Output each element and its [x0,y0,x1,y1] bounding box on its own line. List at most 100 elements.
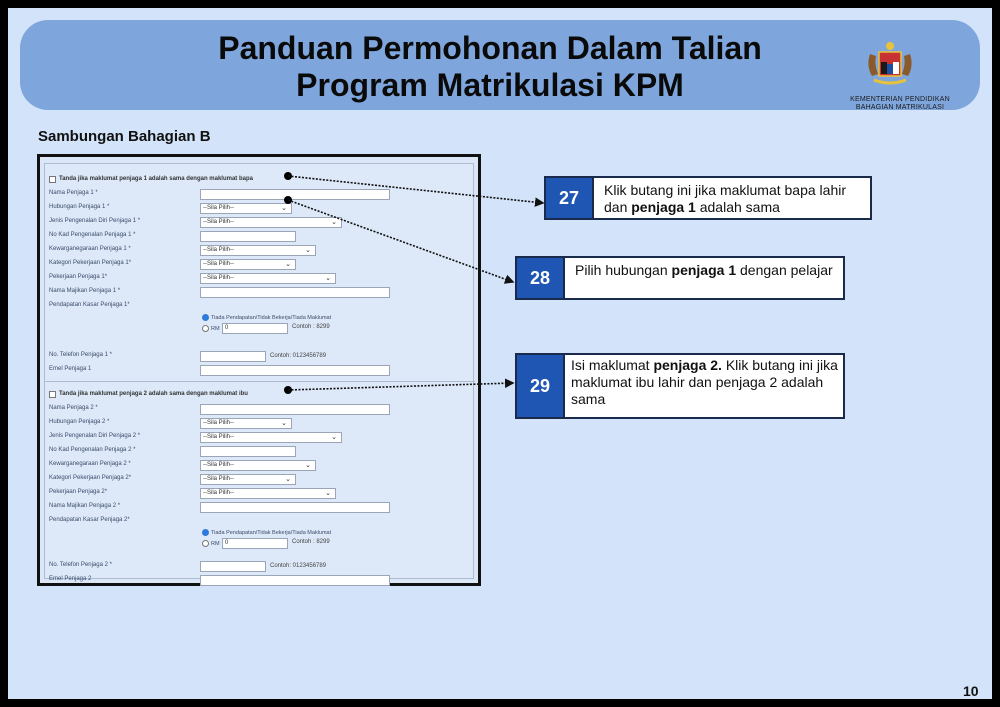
guardian2-id-type-select[interactable]: --Sila Pilih-- ⌄ [200,432,342,443]
field-label: Nama Majikan Penjaga 1 * [49,288,121,294]
guardian2-citizenship-row: Kewarganegaraan Penjaga 2 * --Sila Pilih… [45,459,475,473]
select-value: --Sila Pilih-- [203,205,235,211]
guardian2-citizenship-select[interactable]: --Sila Pilih-- ⌄ [200,460,316,471]
field-label: No Kad Pengenalan Penjaga 1 * [49,232,136,238]
guardian2-income-none-radio[interactable] [202,529,209,536]
guardian1-id-type-row: Jenis Pengenalan Diri Penjaga 1 * --Sila… [45,216,475,230]
guardian1-relation-row: Hubungan Penjaga 1 * --Sila Pilih--⌄ [45,202,475,216]
page-title: Panduan Permohonan Dalam Talian Program … [20,30,960,104]
guardian2-email-input[interactable] [200,575,390,586]
checkbox-label: Tanda jika maklumat penjaga 2 adalah sam… [59,391,248,397]
field-label: Pendapatan Kasar Penjaga 1* [49,302,130,308]
section-divider [45,381,475,382]
callout-number: 27 [546,178,594,218]
field-label: Nama Majikan Penjaga 2 * [49,503,121,509]
guardian2-relation-select[interactable]: --Sila Pilih-- ⌄ [200,418,292,429]
radio-label: Tiada Pendapatan/Tidak Bekerja/Tiada Mak… [211,315,332,321]
field-label: Kewarganegaraan Penjaga 2 * [49,461,131,467]
select-value: --Sila Pilih-- [203,247,235,253]
guardian1-income-none-radio[interactable] [202,314,209,321]
guardian1-employer-input[interactable] [200,287,390,298]
guardian1-email-input[interactable] [200,365,390,376]
guardian1-income-input[interactable]: 0 [222,323,288,334]
guardian2-relation-row: Hubungan Penjaga 2 * --Sila Pilih-- ⌄ [45,417,475,431]
field-label: Hubungan Penjaga 1 * [49,204,110,210]
guardian1-name-input[interactable] [200,189,390,200]
field-label: No. Telefon Penjaga 2 * [49,562,112,568]
title-line-1: Panduan Permohonan Dalam Talian [218,30,762,66]
chevron-down-icon: ⌄ [331,219,337,226]
chevron-down-icon: ⌄ [281,420,287,427]
guardian2-phone-row: No. Telefon Penjaga 2 * Contoh: 01234567… [45,560,475,574]
guardian1-job-row: Pekerjaan Penjaga 1* --Sila Pilih-- ⌄ [45,272,475,286]
field-label: Pekerjaan Penjaga 1* [49,274,108,280]
guardian2-same-as-mother-checkbox[interactable] [49,391,56,398]
guardian2-income-rm-radio[interactable] [202,540,209,547]
select-value: --Sila Pilih-- [203,261,235,267]
callout-28: 28 Pilih hubungan penjaga 1 dengan pelaj… [515,256,845,300]
guardian2-name-row: Nama Penjaga 2 * [45,403,475,417]
guardian2-job-row: Pekerjaan Penjaga 2* --Sila Pilih--⌄ [45,487,475,501]
ministry-label: KEMENTERIAN PENDIDIKAN BAHAGIAN MATRIKUL… [830,96,970,112]
guardian2-email-row: Emel Penjaga 2 [45,574,475,586]
chevron-down-icon: ⌄ [285,476,291,483]
guardian1-job-category-select[interactable]: --Sila Pilih--⌄ [200,259,296,270]
select-value: --Sila Pilih-- [203,434,235,440]
phone-hint: Contoh: 0123456789 [270,353,327,359]
income-hint: Contoh : 8299 [292,324,330,330]
guardian1-relation-select[interactable]: --Sila Pilih--⌄ [200,203,292,214]
chevron-down-icon: ⌄ [325,275,331,282]
text-part: dengan pelajar [736,262,833,278]
guardian1-phone-input[interactable] [200,351,266,362]
field-label: Emel Penjaga 2 [49,576,92,582]
field-label: Hubungan Penjaga 2 * [49,419,110,425]
guardian2-employer-input[interactable] [200,502,390,513]
field-label: Nama Penjaga 2 * [49,405,98,411]
select-value: --Sila Pilih-- [203,420,235,426]
callout-number: 29 [517,355,565,417]
field-label: No. Telefon Penjaga 1 * [49,352,112,358]
header-banner: Panduan Permohonan Dalam Talian Program … [20,20,980,112]
guardian1-job-category-row: Kategori Pekerjaan Penjaga 1* --Sila Pil… [45,258,475,272]
section-title: Sambungan Bahagian B [38,128,211,145]
select-value: --Sila Pilih-- [203,275,235,281]
guardian2-job-select[interactable]: --Sila Pilih--⌄ [200,488,336,499]
field-label: Pendapatan Kasar Penjaga 2* [49,517,130,523]
text-bold: penjaga 1 [671,262,737,278]
page-number: 10 [963,683,979,699]
guardian1-income-rm-radio[interactable] [202,325,209,332]
chevron-down-icon: ⌄ [305,462,311,469]
income-hint: Contoh : 8299 [292,539,330,545]
guardian1-id-type-select[interactable]: --Sila Pilih--⌄ [200,217,342,228]
title-line-2: Program Matrikulasi KPM [296,67,684,103]
callout-29: 29 Isi maklumat penjaga 2. Klik butang i… [515,353,845,419]
checkbox-label: Tanda jika maklumat penjaga 1 adalah sam… [59,176,253,182]
guardian1-phone-row: No. Telefon Penjaga 1 * Contoh: 01234567… [45,350,475,364]
guardian2-same-as-mother-row: Tanda jika maklumat penjaga 2 adalah sam… [45,389,475,403]
guardian2-phone-input[interactable] [200,561,266,572]
guardian1-same-as-father-checkbox[interactable] [49,176,56,183]
guardian2-income-input[interactable]: 0 [222,538,288,549]
field-label: Kategori Pekerjaan Penjaga 1* [49,260,132,266]
field-label: Jenis Pengenalan Diri Penjaga 2 * [49,433,141,439]
text-part: Pilih hubungan [575,262,672,278]
radio-label: Tiada Pendapatan/Tidak Bekerja/Tiada Mak… [211,530,332,536]
ministry-line-1: KEMENTERIAN PENDIDIKAN [850,96,950,103]
guardian2-id-no-input[interactable] [200,446,296,457]
callout-text: Isi maklumat penjaga 2. Klik butang ini … [571,357,841,408]
chevron-down-icon: ⌄ [331,434,337,441]
radio-label: RM [211,326,220,332]
guardian2-job-category-select[interactable]: --Sila Pilih--⌄ [200,474,296,485]
select-value: --Sila Pilih-- [203,462,235,468]
guardian1-id-no-row: No Kad Pengenalan Penjaga 1 * [45,230,475,244]
guardian2-income-row: Pendapatan Kasar Penjaga 2* [45,515,475,529]
chevron-down-icon: ⌄ [305,247,311,254]
guardian1-email-row: Emel Penjaga 1 [45,364,475,378]
guardian1-citizenship-select[interactable]: --Sila Pilih-- ⌄ [200,245,316,256]
guardian2-name-input[interactable] [200,404,390,415]
guardian1-id-no-input[interactable] [200,231,296,242]
guardian1-job-select[interactable]: --Sila Pilih-- ⌄ [200,273,336,284]
text-part: Klik butang ini jika maklumat ibu lahir … [571,357,838,407]
field-label: Kategori Pekerjaan Penjaga 2* [49,475,132,481]
callout-text: Pilih hubungan penjaga 1 dengan pelajar [575,262,841,279]
